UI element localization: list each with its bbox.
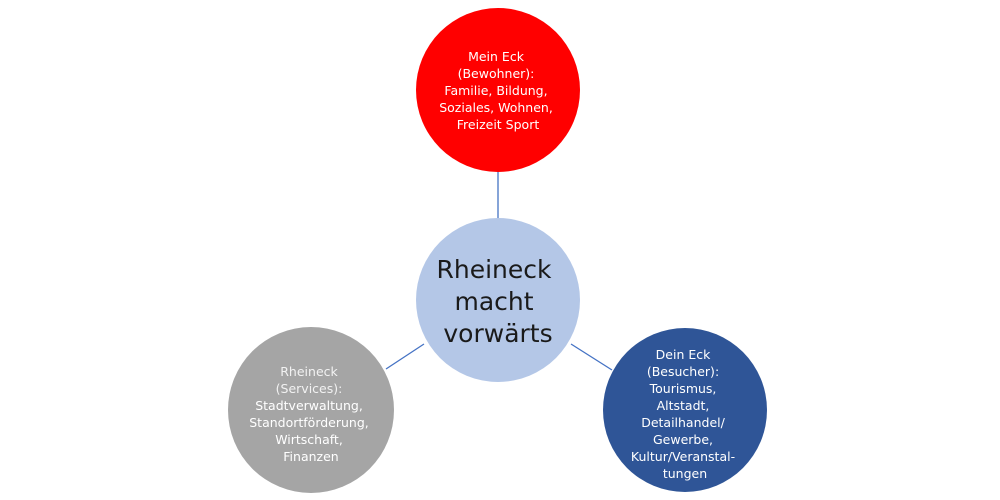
node-right-line: Tourismus, [649, 381, 717, 396]
node-left-line: Wirtschaft, [275, 432, 343, 447]
node-right-line: Kultur/Veranstal- [631, 449, 735, 464]
node-left-line: Stadtverwaltung, [255, 398, 363, 413]
node-top-line: Familie, Bildung, [444, 83, 547, 98]
node-top: Mein Eck (Bewohner): Familie, Bildung, S… [416, 8, 580, 172]
node-right-line: Gewerbe, [653, 432, 713, 447]
node-center: Rheineck macht vorwärts [416, 218, 580, 382]
node-right-line: (Besucher): [647, 364, 719, 379]
node-center-text: Rheineck macht vorwärts [437, 255, 560, 348]
node-center-line: vorwärts [443, 319, 552, 348]
node-top-text: Mein Eck (Bewohner): Familie, Bildung, S… [439, 49, 557, 132]
node-top-line: Mein Eck [468, 49, 525, 64]
connector-left [385, 343, 425, 370]
node-right-line: Detailhandel/ [641, 415, 725, 430]
node-top-line: (Bewohner): [458, 66, 535, 81]
node-right-line: Altstadt, [657, 398, 710, 413]
node-right: Dein Eck (Besucher): Tourismus, Altstadt… [603, 328, 767, 492]
connector-right [570, 343, 613, 371]
node-right-text: Dein Eck (Besucher): Tourismus, Altstadt… [631, 347, 739, 481]
node-left: Rheineck (Services): Stadtverwaltung, St… [228, 327, 394, 493]
node-right-circle [603, 328, 767, 492]
node-left-line: Rheineck [280, 364, 338, 379]
node-center-circle [416, 218, 580, 382]
node-left-text: Rheineck (Services): Stadtverwaltung, St… [249, 364, 373, 464]
node-right-line: Dein Eck [656, 347, 711, 362]
node-top-line: Soziales, Wohnen, [439, 100, 553, 115]
node-left-line: Finanzen [283, 449, 338, 464]
node-left-line: (Services): [276, 381, 343, 396]
node-center-line: macht [454, 287, 533, 316]
node-top-circle [416, 8, 580, 172]
node-right-line: tungen [663, 466, 707, 481]
node-center-line: Rheineck [437, 255, 553, 284]
node-top-line: Freizeit Sport [457, 117, 540, 132]
node-left-circle [228, 327, 394, 493]
node-left-line: Standortförderung, [249, 415, 369, 430]
